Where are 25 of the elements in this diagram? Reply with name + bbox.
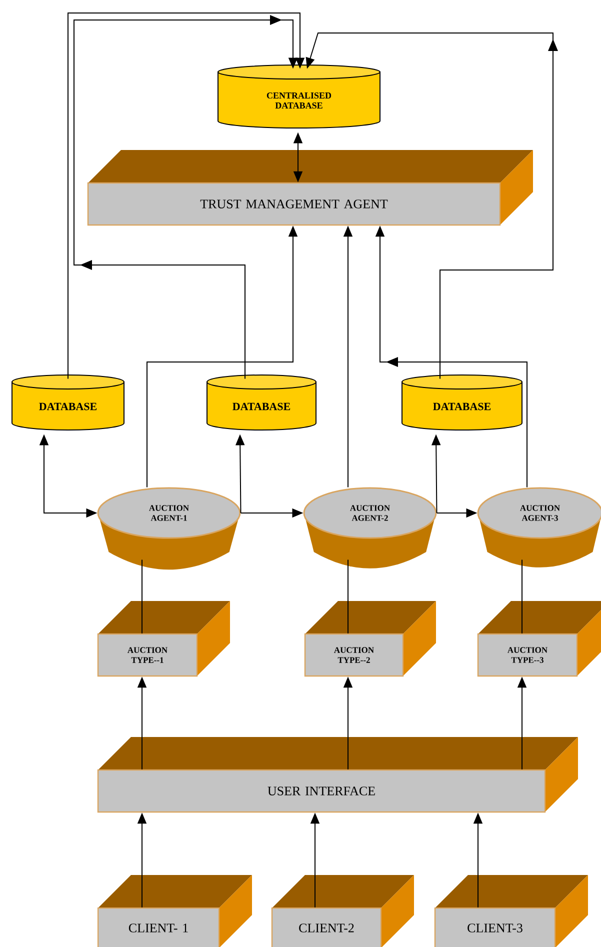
- arrow: [306, 32, 558, 380]
- node-label: AUCTION: [520, 505, 560, 511]
- client-block: CLIENT-2: [271, 875, 414, 947]
- auction-type-block: AUCTION TYPE--3: [477, 601, 601, 677]
- agent-bowl: AUCTION AGENT-1: [97, 487, 241, 570]
- client-block: CLIENT-3: [434, 875, 588, 947]
- node-label: AUCTION TYPE--3: [508, 647, 548, 663]
- agent-block: TRUST MANAGEMENT AGENT: [87, 150, 533, 226]
- node-label: AUCTION TYPE--2: [334, 647, 374, 663]
- node-label: AUCTION: [149, 505, 189, 511]
- database-cylinder: DATABASE: [206, 374, 316, 430]
- agent-bowl: AUCTION AGENT-2: [303, 487, 437, 568]
- auction-type-block: AUCTION TYPE--1: [97, 601, 230, 677]
- auction-type-block: AUCTION TYPE--2: [304, 601, 436, 677]
- node-label: AUCTION: [350, 505, 390, 511]
- database-cylinder: DATABASE: [12, 374, 124, 430]
- node-label: CLIENT-2: [299, 924, 354, 932]
- database-cylinder: CENTRALISED DATABASE: [218, 64, 380, 128]
- node-label: CLIENT-3: [468, 924, 522, 932]
- node-label: CLIENT- 1: [128, 924, 188, 932]
- agent-bowl: AUCTION AGENT-3: [477, 487, 601, 568]
- interface-block: USER INTERFACE: [97, 737, 578, 813]
- client-block: CLIENT- 1: [97, 875, 252, 947]
- database-cylinder: DATABASE: [402, 374, 522, 430]
- node-label: AUCTION TYPE--1: [128, 647, 168, 663]
